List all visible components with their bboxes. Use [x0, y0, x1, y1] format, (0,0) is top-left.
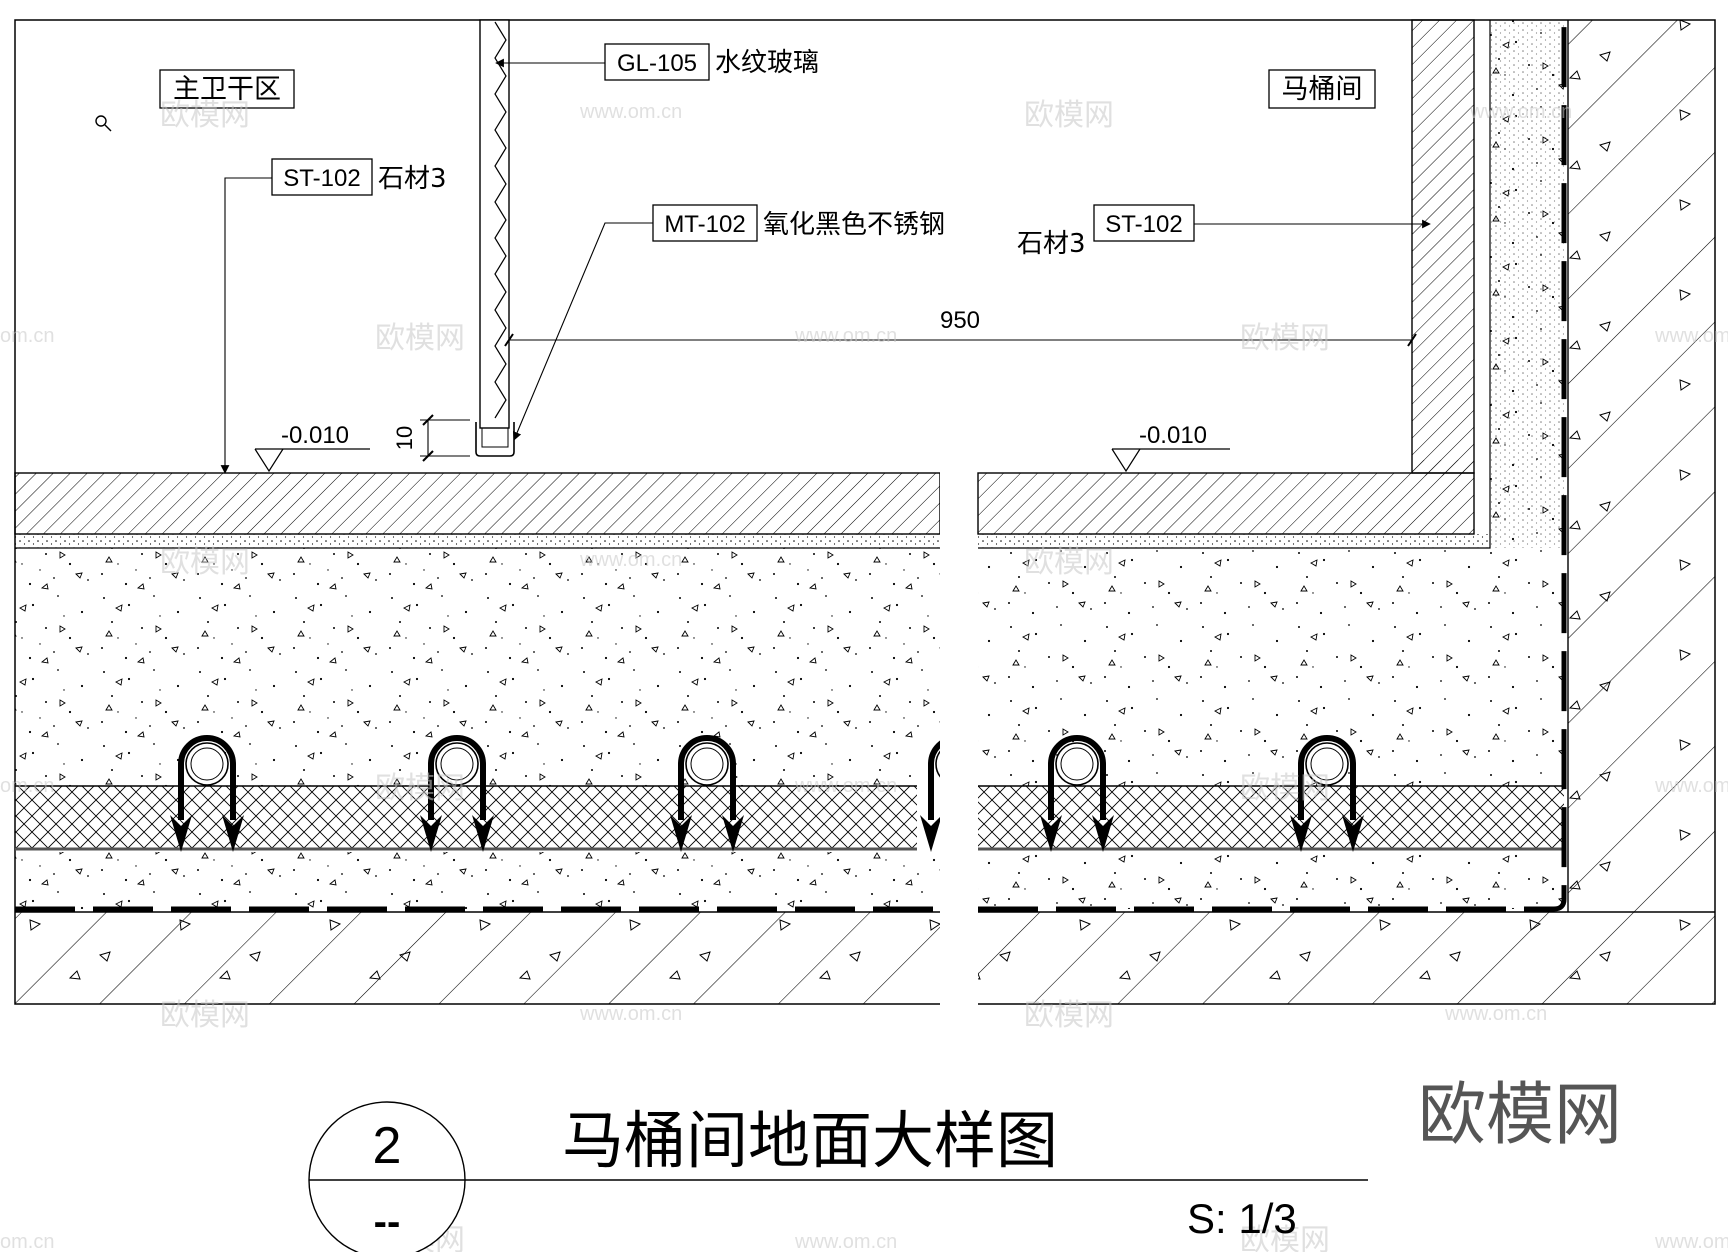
watermark-text: www.om.cn [1469, 101, 1572, 123]
zone-toilet-text: 马桶间 [1282, 74, 1363, 105]
stone-finish-layer-left [14, 472, 941, 535]
right-floor-section [977, 19, 1715, 1004]
dimension-gap: 10 [392, 414, 470, 462]
leader-steel [513, 222, 653, 441]
wall-stone-cladding [1411, 19, 1475, 474]
level-right-label: -0.010 [1139, 422, 1207, 449]
watermark-text: www.om.cn [1654, 325, 1728, 347]
watermark-text: 欧模网 [1024, 998, 1114, 1033]
watermark-text: www.om.cn [1654, 775, 1728, 797]
watermark-text: www.om.cn [794, 775, 897, 797]
dimension-width: 950 [504, 307, 1417, 347]
watermark-text: om.cn [0, 325, 54, 347]
drawing-scale: S: 1/3 [1187, 1195, 1297, 1242]
tag-stone-right-code: ST-102 [1105, 211, 1182, 238]
zone-label-toilet: 马桶间 [1268, 69, 1376, 109]
section-break-gap [940, 465, 978, 1010]
heating-pipe-loop-partial [920, 740, 940, 852]
steel-channel [475, 422, 515, 457]
level-marker-right: -0.010 [1111, 422, 1230, 473]
watermark-text: www.om.cn [1444, 1003, 1547, 1025]
glass-partition [475, 19, 515, 457]
stone-finish-layer-right [977, 472, 1475, 535]
brand-logo-text: 欧模网 [1418, 1076, 1622, 1155]
tag-steel-code: MT-102 [664, 211, 745, 238]
tag-glass-code: GL-105 [617, 50, 697, 77]
heating-pipe-loop [170, 735, 244, 852]
watermark-text: www.om.cn [794, 1231, 897, 1252]
watermark-text: 欧模网 [1024, 98, 1114, 133]
title-block: 2 -- 马桶间地面大样图 S: 1/3 欧模网 [308, 1076, 1622, 1257]
detail-number: 2 [373, 1117, 402, 1175]
dimension-950-label: 950 [940, 307, 980, 334]
watermark-text: om.cn [0, 775, 54, 797]
watermark-text: 欧模网 [1240, 1223, 1330, 1252]
left-floor-section [14, 472, 941, 1004]
heating-pipe-loop [920, 740, 940, 852]
leader-lines [220, 58, 1431, 474]
tag-steel: MT-102 氧化黑色不锈钢 [652, 204, 945, 242]
watermark-text: 欧模网 [1240, 321, 1330, 356]
tag-steel-name: 氧化黑色不锈钢 [763, 210, 945, 240]
leveling-layer-left [15, 852, 940, 909]
heating-pipe-loop [1290, 735, 1364, 852]
dimension-10-label: 10 [392, 426, 417, 450]
zone-dry-text: 主卫干区 [173, 74, 281, 105]
sheet-reference: -- [374, 1200, 401, 1244]
tag-stone-left-code: ST-102 [283, 165, 360, 192]
tag-glass: GL-105 水纹玻璃 [604, 43, 819, 81]
heating-pipe-loop [420, 735, 494, 852]
drawing-title: 马桶间地面大样图 [562, 1104, 1058, 1177]
watermark-text: 欧模网 [160, 998, 250, 1033]
watermark-text: om.cn [0, 1231, 54, 1252]
bedding-layer-left [15, 534, 940, 548]
watermark-text: 欧模网 [160, 98, 250, 133]
watermark-layer: 欧模网 www.om.cn 欧模网 www.om.cn om.cn 欧模网 ww… [0, 98, 1728, 1257]
watermark-text: www.om.cn [579, 1003, 682, 1025]
tag-stone-left-name: 石材3 [378, 164, 447, 194]
watermark-text: www.om.cn [794, 325, 897, 347]
water-ripple-glass [494, 21, 507, 419]
heating-pipes [170, 730, 1364, 856]
watermark-text: www.om.cn [579, 549, 682, 571]
tag-stone-right: ST-102 石材3 [1017, 204, 1195, 259]
zone-label-dry: 主卫干区 [159, 69, 295, 109]
insulation-layer-left [15, 786, 940, 849]
level-left-label: -0.010 [281, 422, 349, 449]
heating-pipe-loop [1040, 735, 1114, 852]
level-marker-left: -0.010 [254, 422, 370, 473]
magnifier-icon [95, 115, 112, 132]
watermark-text: 欧模网 [375, 321, 465, 356]
leader-stone-left [220, 177, 272, 474]
watermark-text: 欧模网 [1240, 771, 1330, 806]
watermark-text: 欧模网 [160, 545, 250, 580]
tag-glass-name: 水纹玻璃 [715, 48, 819, 78]
tag-stone-right-name: 石材3 [1017, 229, 1086, 259]
watermark-text: 欧模网 [1024, 545, 1114, 580]
waterproof-membrane-right [978, 20, 1567, 912]
watermark-text: 欧模网 [375, 771, 465, 806]
tag-stone-left: ST-102 石材3 [271, 158, 447, 196]
heating-pipe-loop [670, 735, 744, 852]
watermark-text: www.om.cn [1654, 1231, 1728, 1252]
watermark-text: www.om.cn [579, 101, 682, 123]
insulation-layer-right [978, 786, 1564, 849]
